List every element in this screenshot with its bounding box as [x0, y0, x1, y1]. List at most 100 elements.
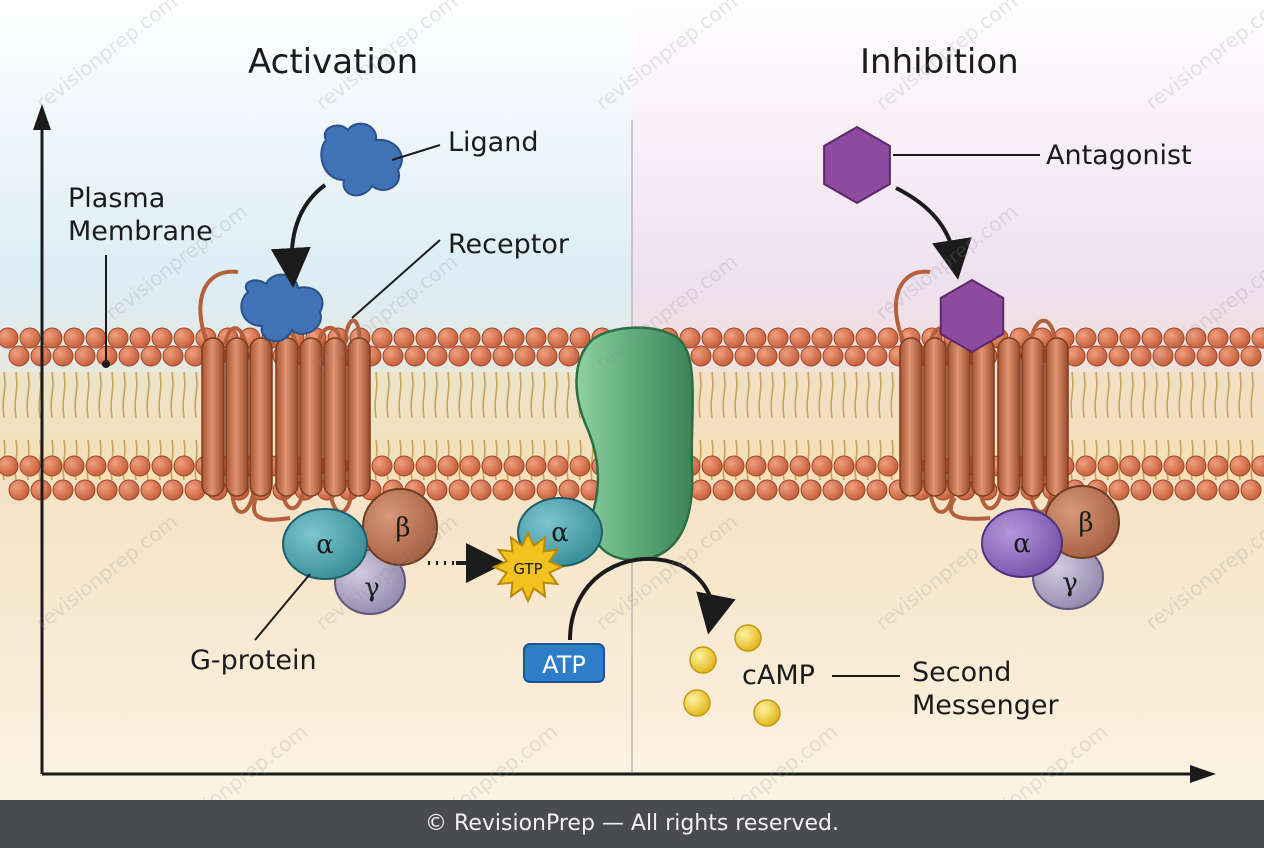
phospholipid-head: [63, 327, 85, 349]
lipid-tail: [422, 371, 426, 419]
lipid-tail: [722, 371, 726, 419]
lipid-tail: [830, 371, 834, 419]
alpha-letter-bound: α: [551, 518, 569, 548]
phospholipid-head: [855, 327, 877, 349]
antagonist-label: Antagonist: [1046, 140, 1192, 171]
phospholipid-head: [63, 455, 85, 477]
gamma-letter-right: γ: [1062, 568, 1078, 598]
phospholipid-head: [1108, 345, 1130, 367]
lipid-tail: [506, 371, 510, 419]
lipid-tail: [98, 371, 102, 419]
phospholipid-head: [140, 479, 162, 501]
lipid-tail: [530, 371, 534, 419]
lipid-tail: [494, 371, 498, 419]
phospholipid-head: [811, 455, 833, 477]
alpha-subunit-right: [981, 508, 1063, 578]
phospholipid-head: [569, 327, 591, 349]
lipid-tail: [782, 371, 786, 419]
phospholipid-head: [844, 345, 866, 367]
phospholipid-head: [866, 345, 888, 367]
phospholipid-head: [74, 345, 96, 367]
alpha-subunit: [282, 508, 368, 580]
phospholipid-head: [756, 479, 778, 501]
phospholipid-head: [734, 345, 756, 367]
phospholipid-head: [723, 327, 745, 349]
phospholipid-head: [129, 455, 151, 477]
atp-label: ATP: [542, 651, 586, 679]
transmembrane-helix: [201, 337, 225, 497]
lipid-tail: [170, 439, 174, 481]
phospholipid-head: [514, 479, 536, 501]
phospholipid-head: [569, 455, 591, 477]
lipid-tail: [1226, 371, 1230, 419]
lipid-tail: [566, 371, 570, 419]
transmembrane-helix: [225, 337, 249, 497]
phospholipid-head: [19, 327, 41, 349]
lipid-tail: [818, 371, 822, 419]
receptor-inhibited: [894, 269, 1069, 521]
receptor-c-terminus: [252, 497, 291, 522]
camp-molecule: [689, 646, 717, 674]
transmembrane-helix: [347, 337, 371, 497]
phospholipid-head: [481, 327, 503, 349]
lipid-tail: [74, 371, 78, 419]
atp-conversion-arrow: [568, 556, 736, 641]
phospholipid-head: [162, 345, 184, 367]
lipid-tail: [458, 439, 462, 481]
phospholipid-head: [1152, 479, 1174, 501]
lipid-tail: [770, 371, 774, 419]
camp-molecule: [683, 689, 711, 717]
transmembrane-helix: [1021, 337, 1045, 497]
phospholipid-head: [1218, 479, 1240, 501]
ligand-binding-arrow: [270, 183, 327, 288]
phospholipid-head: [118, 345, 140, 367]
phospholipid-head: [382, 345, 404, 367]
lipid-tail: [746, 371, 750, 419]
receptor-helices: [201, 337, 371, 497]
phospholipid-head: [41, 327, 63, 349]
lipid-tail: [710, 371, 714, 419]
antagonist-free: [823, 125, 891, 205]
transmembrane-helix: [323, 337, 347, 497]
phospholipid-head: [800, 345, 822, 367]
lipid-tail: [2, 371, 6, 419]
phospholipid-head: [1185, 455, 1207, 477]
phospholipid-head: [426, 345, 448, 367]
phospholipid-head: [778, 479, 800, 501]
ligand-free: [320, 122, 403, 197]
transmembrane-helix: [899, 337, 923, 497]
lipid-tail: [566, 439, 570, 481]
phospholipid-head: [503, 455, 525, 477]
phospholipid-head: [173, 327, 195, 349]
lipid-tail: [1226, 439, 1230, 481]
second-messenger-label: Second Messenger: [912, 657, 1059, 721]
phospholipid-head: [415, 455, 437, 477]
phospholipid-head: [1130, 345, 1152, 367]
phospholipid-head: [822, 479, 844, 501]
phospholipid-head: [404, 345, 426, 367]
antagonist-binding-arrow: [895, 186, 972, 280]
lipid-tail: [434, 371, 438, 419]
lipid-tail: [1154, 371, 1158, 419]
phospholipid-head: [1163, 327, 1185, 349]
phospholipid-head: [712, 479, 734, 501]
phospholipid-head: [437, 455, 459, 477]
phospholipid-head: [877, 455, 899, 477]
receptor-n-terminus: [198, 269, 239, 346]
lipid-tail: [1166, 371, 1170, 419]
lipid-tail: [146, 371, 150, 419]
phospholipid-head: [1097, 455, 1119, 477]
lipid-tail: [1082, 371, 1086, 419]
phospholipid-head: [459, 455, 481, 477]
lipid-tail: [1130, 371, 1134, 419]
phospholipid-head: [129, 327, 151, 349]
gtp-label: GTP: [513, 560, 542, 578]
phospholipid-head: [1119, 327, 1141, 349]
lipid-tail: [374, 371, 378, 419]
phospholipid-head: [767, 455, 789, 477]
phospholipid-head: [833, 327, 855, 349]
lipid-tail: [134, 371, 138, 419]
lipid-tail: [62, 371, 66, 419]
lipid-tail: [722, 439, 726, 481]
